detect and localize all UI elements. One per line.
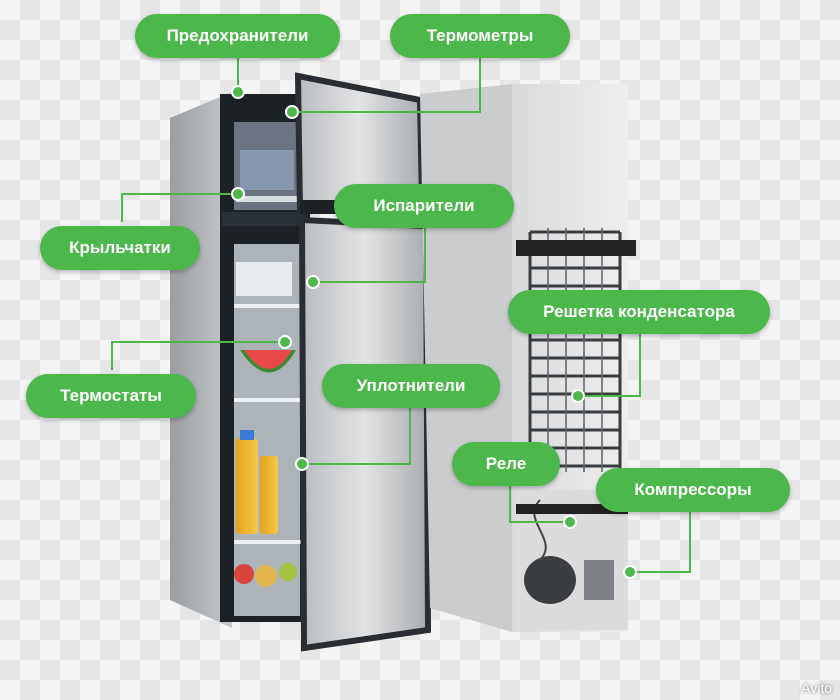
label-evaporators: Испарители bbox=[334, 184, 514, 228]
juice-bottle bbox=[236, 438, 258, 534]
label-thermostats: Термостаты bbox=[26, 374, 196, 418]
label-fuses: Предохранители bbox=[135, 14, 340, 58]
label-impellers: Крыльчатки bbox=[40, 226, 200, 270]
label-condenser: Решетка конденсатора bbox=[508, 290, 770, 334]
fridge-back-side bbox=[420, 84, 512, 632]
compressor bbox=[524, 556, 576, 604]
label-seals: Уплотнители bbox=[322, 364, 500, 408]
fridge-side-panel bbox=[170, 92, 232, 628]
connector-lines bbox=[111, 58, 691, 573]
label-thermometers: Термометры bbox=[390, 14, 570, 58]
label-relay: Реле bbox=[452, 442, 560, 486]
avito-watermark: Avito bbox=[801, 680, 832, 696]
label-compressors: Компрессоры bbox=[596, 468, 790, 512]
connector-dots bbox=[231, 85, 637, 579]
